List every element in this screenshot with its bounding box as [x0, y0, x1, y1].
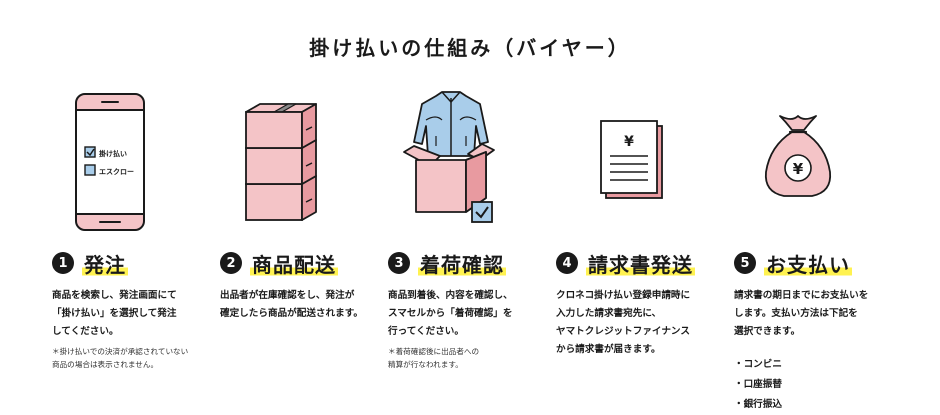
step-number-badge: 2 — [220, 252, 242, 274]
payment-method-item: ・銀行振込 — [734, 399, 782, 410]
box-top — [245, 103, 317, 149]
open-box-jacket-illustration — [403, 91, 495, 223]
step-number-badge: 3 — [388, 252, 410, 274]
payment-method-item: ・コンビニ — [734, 359, 782, 370]
step-description: 商品を検索し、発注画面にて 「掛け払い」を選択して発注 してください。 — [52, 290, 177, 337]
step-description: 請求書の期日までにお支払いを します。支払い方法は下記を 選択できます。 — [734, 290, 869, 337]
step-3: 3 着荷確認 商品到着後、内容を確認し、 スマセルから「着荷確認」を 行ってくだ… — [388, 246, 564, 371]
stacked-boxes-illustration — [245, 103, 317, 221]
step-note: ＊着荷確認後に出品者への 精算が行なわれます。 — [388, 347, 480, 369]
step-description: 商品到着後、内容を確認し、 スマセルから「着荷確認」を 行ってください。 — [388, 290, 513, 337]
step-number-badge: 1 — [52, 252, 74, 274]
step-4: 4 請求書発送 クロネコ掛け払い登録申請時に 入力した請求書宛先に、 ヤマトクレ… — [556, 246, 732, 359]
money-bag-illustration: ¥ — [764, 115, 832, 197]
step-number-badge: 4 — [556, 252, 578, 274]
step-5: 5 お支払い 請求書の期日までにお支払いを します。支払い方法は下記を 選択でき… — [734, 246, 910, 415]
box-bottom — [245, 175, 317, 221]
step-number-badge: 5 — [734, 252, 756, 274]
checkbox-unchecked-icon — [84, 164, 96, 176]
step-title: お支払い — [764, 248, 852, 278]
yen-mark: ¥ — [624, 134, 634, 150]
payment-methods-list: ・コンビニ ・口座振替 ・銀行振込 — [734, 355, 910, 415]
page-title: 掛け払いの仕組み（バイヤー） — [309, 36, 631, 60]
phone-option-escrow: エスクロー — [99, 167, 134, 176]
step-2: 2 商品配送 出品者が在庫確認をし、発注が 確定したら商品が配送されます。 — [220, 246, 396, 323]
checkbox-checked-icon — [84, 146, 96, 158]
phone-screen — [75, 109, 145, 215]
step-title: 着荷確認 — [418, 248, 506, 278]
step-1: 1 発注 商品を検索し、発注画面にて 「掛け払い」を選択して発注 してください。… — [52, 246, 228, 371]
step-title: 請求書発送 — [586, 248, 695, 278]
bag-yen-mark: ¥ — [793, 160, 804, 178]
check-badge-icon — [471, 201, 493, 223]
payment-method-item: ・口座振替 — [734, 379, 782, 390]
step-description: 出品者が在庫確認をし、発注が 確定したら商品が配送されます。 — [220, 290, 363, 319]
step-note: ＊掛け払いでの決済が承認されていない 商品の場合は表示されません。 — [52, 347, 189, 369]
smartphone-illustration: 掛け払い エスクロー — [75, 93, 145, 231]
phone-option-kakebarai: 掛け払い — [99, 149, 127, 158]
step-description: クロネコ掛け払い登録申請時に 入力した請求書宛先に、 ヤマトクレジットファイナン… — [556, 290, 691, 355]
step-title: 商品配送 — [250, 248, 338, 278]
coin-icon — [784, 154, 812, 182]
step-title: 発注 — [82, 248, 128, 278]
invoice-illustration: ¥ — [600, 120, 663, 199]
